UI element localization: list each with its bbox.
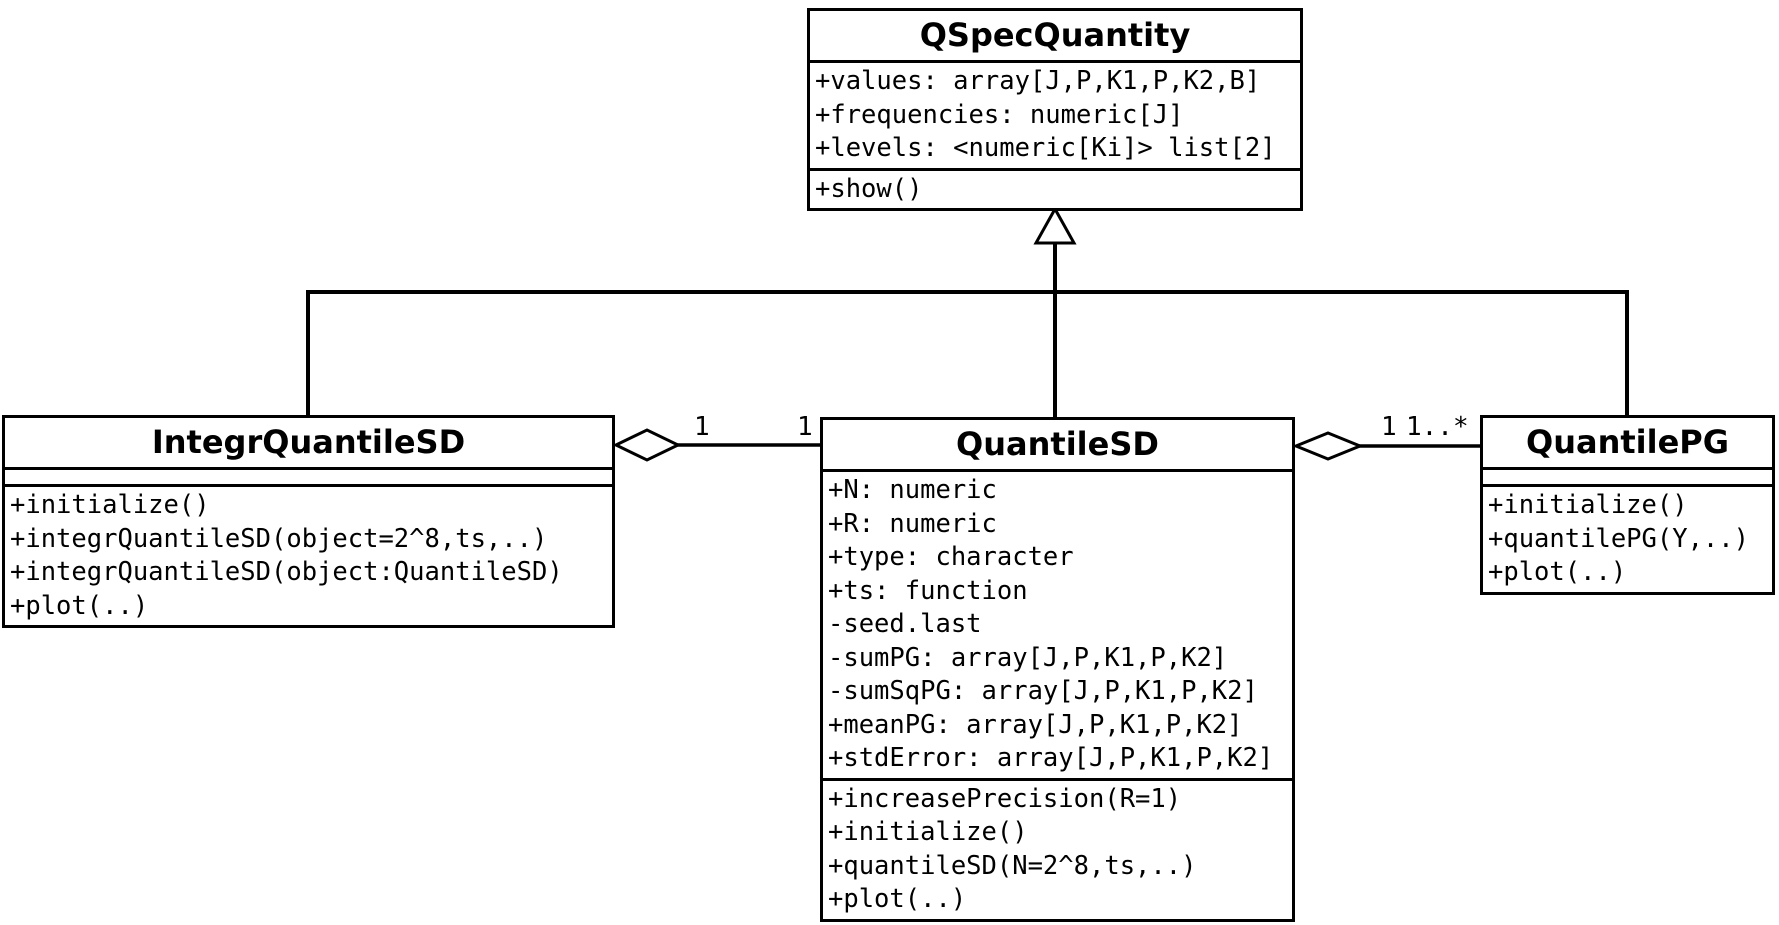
method: +quantileSD(N=2^8,ts,..) xyxy=(828,850,1197,881)
attribute: -sumSqPG: array[J,P,K1,P,K2] xyxy=(828,676,1258,706)
methods-compartment: +initialize() +integrQuantileSD(object=2… xyxy=(5,487,612,625)
method: +plot(..) xyxy=(10,590,149,621)
class-quantilepg: QuantilePG +initialize() +quantilePG(Y,.… xyxy=(1480,415,1775,595)
aggregation-right-diamond xyxy=(1292,431,1364,461)
attributes-compartment: +values: array[J,P,K1,P,K2,B] +frequenci… xyxy=(810,63,1300,171)
method: +show() xyxy=(815,173,923,204)
inheritance-triangle xyxy=(1033,205,1077,245)
attributes-compartment-empty xyxy=(5,470,612,487)
class-integrquantilesd: IntegrQuantileSD +initialize() +integrQu… xyxy=(2,415,615,628)
attributes-compartment-empty xyxy=(1483,470,1772,487)
method: +quantilePG(Y,..) xyxy=(1488,523,1749,554)
multiplicity-label: 1 xyxy=(1381,412,1397,442)
class-title: QuantileSD xyxy=(823,420,1292,472)
attribute: -seed.last xyxy=(828,609,982,639)
multiplicity-label: 1 xyxy=(694,412,710,442)
attribute: +meanPG: array[J,P,K1,P,K2] xyxy=(828,709,1243,740)
method: +increasePrecision(R=1) xyxy=(828,783,1182,814)
attribute: +ts: function xyxy=(828,575,1028,606)
class-title: QSpecQuantity xyxy=(810,11,1300,63)
attribute: +N: numeric xyxy=(828,475,997,505)
methods-compartment: +show() xyxy=(810,171,1300,209)
method: +plot(..) xyxy=(828,884,967,914)
method: +initialize() xyxy=(1488,490,1688,520)
attribute: +levels: <numeric[Ki]> list[2] xyxy=(815,133,1276,163)
attributes-compartment: +N: numeric +R: numeric +type: character… xyxy=(823,472,1292,781)
multiplicity-label: 1 xyxy=(797,412,813,442)
attribute: +frequencies: numeric[J] xyxy=(815,99,1184,130)
attribute: -sumPG: array[J,P,K1,P,K2] xyxy=(828,642,1228,673)
method: +initialize() xyxy=(10,490,210,520)
attribute: +values: array[J,P,K1,P,K2,B] xyxy=(815,66,1261,96)
class-title: QuantilePG xyxy=(1483,418,1772,470)
multiplicity-label: 1..* xyxy=(1406,412,1469,442)
methods-compartment: +increasePrecision(R=1) +initialize() +q… xyxy=(823,781,1292,919)
method: +plot(..) xyxy=(1488,557,1627,587)
method: +integrQuantileSD(object=2^8,ts,..) xyxy=(10,523,548,554)
method: +initialize() xyxy=(828,817,1028,847)
attribute: +type: character xyxy=(828,542,1074,572)
class-qspecquantity: QSpecQuantity +values: array[J,P,K1,P,K2… xyxy=(807,8,1303,211)
method: +integrQuantileSD(object:QuantileSD) xyxy=(10,557,563,587)
attribute: +R: numeric xyxy=(828,508,997,539)
class-title: IntegrQuantileSD xyxy=(5,418,612,470)
attribute: +stdError: array[J,P,K1,P,K2] xyxy=(828,743,1274,773)
aggregation-left-diamond xyxy=(612,428,682,462)
methods-compartment: +initialize() +quantilePG(Y,..) +plot(..… xyxy=(1483,487,1772,592)
class-quantilesd: QuantileSD +N: numeric +R: numeric +type… xyxy=(820,417,1295,922)
